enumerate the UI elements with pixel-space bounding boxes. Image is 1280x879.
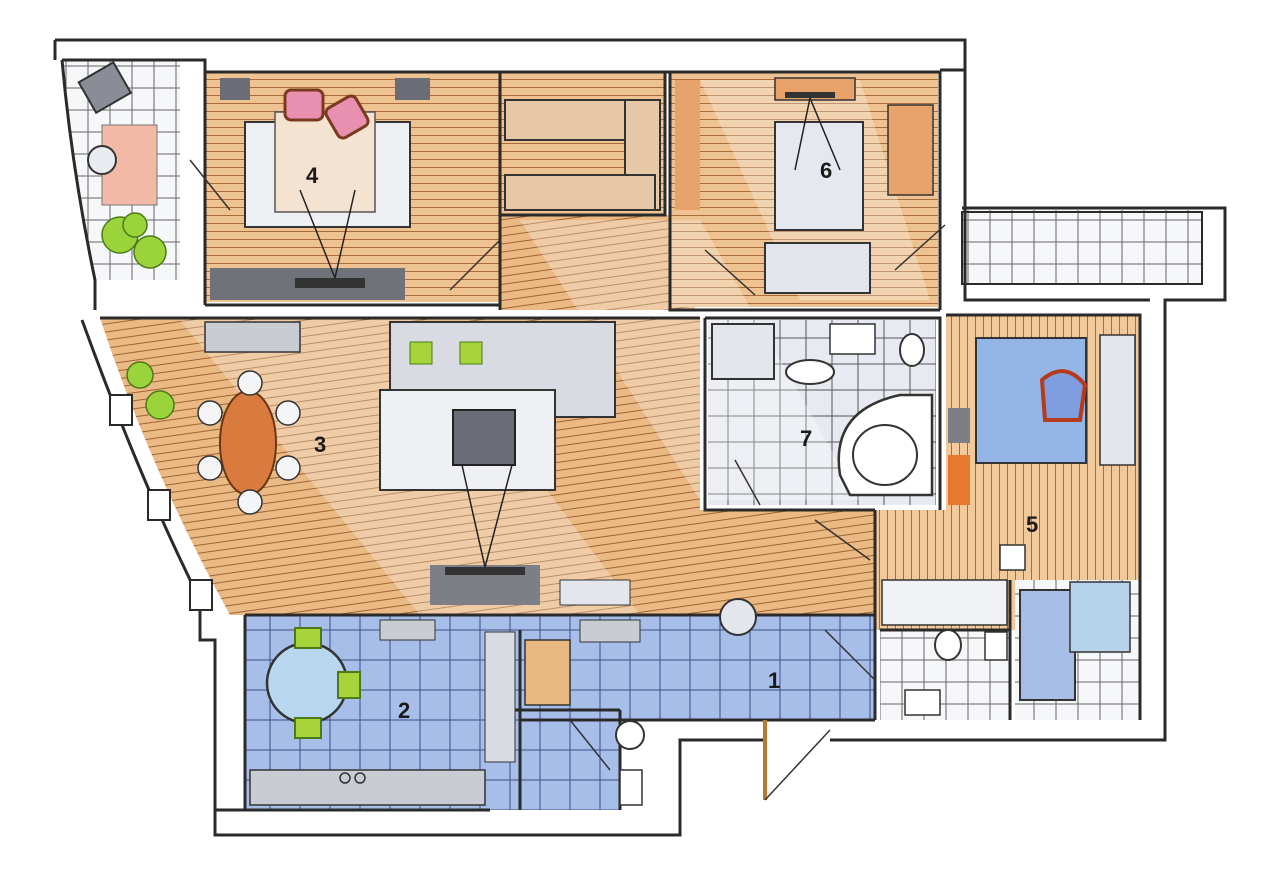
kids-wardrobe	[881, 579, 1008, 626]
kids-orange-shelf	[948, 455, 970, 505]
sink	[785, 359, 835, 385]
room-number-5: 5	[1026, 512, 1038, 537]
stove-icon	[339, 772, 366, 784]
kitchen-fridge	[379, 619, 436, 641]
hall-floor	[520, 615, 875, 720]
plant-icon	[101, 212, 167, 269]
dining-table	[219, 390, 277, 496]
wc-sink	[904, 689, 941, 716]
bedroom-furniture: 6	[675, 77, 934, 294]
coffee-table	[452, 409, 516, 466]
toilet	[899, 333, 925, 367]
hall-cabinet	[524, 639, 571, 706]
kitchen-chairs	[294, 627, 361, 739]
room-number-6: 6	[820, 158, 832, 183]
kids-rug	[975, 337, 1087, 464]
kitchen-counter	[249, 769, 486, 806]
walls	[53, 38, 1227, 837]
children-furniture: 5	[881, 334, 1136, 701]
left-windows	[109, 394, 213, 611]
room-number-4: 4	[306, 163, 319, 188]
study-cabinet	[220, 78, 250, 100]
room-number-3: 3	[314, 432, 326, 457]
pink-chair-1	[283, 88, 325, 122]
bedroom-tv	[785, 92, 835, 98]
study-tv	[295, 278, 365, 288]
hall-pouf	[719, 598, 757, 636]
study-furniture: 4	[210, 78, 430, 300]
bed	[774, 121, 864, 231]
kids-shelf-grey	[948, 408, 970, 443]
balcony-floor	[962, 210, 1202, 285]
green-cushion-1	[409, 341, 433, 365]
study-shelf	[395, 78, 430, 100]
living-shelf	[559, 579, 631, 606]
kids-armchair	[1039, 369, 1088, 422]
plant-icon	[126, 361, 175, 420]
kitchen-table	[265, 641, 349, 725]
entry-socket	[619, 769, 643, 806]
hall-furniture: 1	[524, 598, 831, 806]
shower	[711, 323, 775, 380]
room-number-7: 7	[800, 426, 812, 451]
wardrobe-mid	[504, 174, 656, 211]
loggia-stool	[87, 145, 117, 175]
door-swings	[189, 159, 946, 771]
loggia-furniture	[77, 61, 167, 269]
kids-bed-cover	[1069, 581, 1131, 653]
wc-tap	[984, 631, 1008, 661]
dining-chairs	[197, 370, 301, 515]
wardrobes	[504, 99, 661, 211]
wc-furniture	[904, 629, 1008, 716]
kids-desk	[1099, 334, 1136, 466]
wc-toilet	[934, 629, 962, 661]
kids-bed	[1019, 589, 1076, 701]
pink-chair-2	[324, 94, 370, 140]
bedroom-side	[675, 80, 700, 210]
kitchen-furniture: 2	[249, 619, 516, 806]
green-cushion-2	[459, 341, 483, 365]
hall-bench	[579, 619, 641, 643]
room-number-1: 1	[768, 668, 780, 693]
entry-washer	[615, 720, 645, 750]
kitchen-cabinet	[484, 631, 516, 763]
living-cabinet	[204, 321, 301, 353]
bath-cabinet	[829, 323, 876, 355]
bedroom-sofa	[764, 242, 871, 294]
living-furniture: 3	[126, 321, 631, 606]
kids-box	[999, 544, 1026, 571]
armchair	[77, 61, 133, 115]
balcony-rail	[961, 211, 1203, 285]
bathroom-furniture: 7	[711, 323, 934, 497]
bathtub	[837, 393, 934, 497]
corridor-floor-2	[500, 215, 695, 310]
bedroom-wardrobe	[887, 104, 934, 196]
living-tv	[445, 567, 525, 575]
room-number-2: 2	[398, 698, 410, 723]
